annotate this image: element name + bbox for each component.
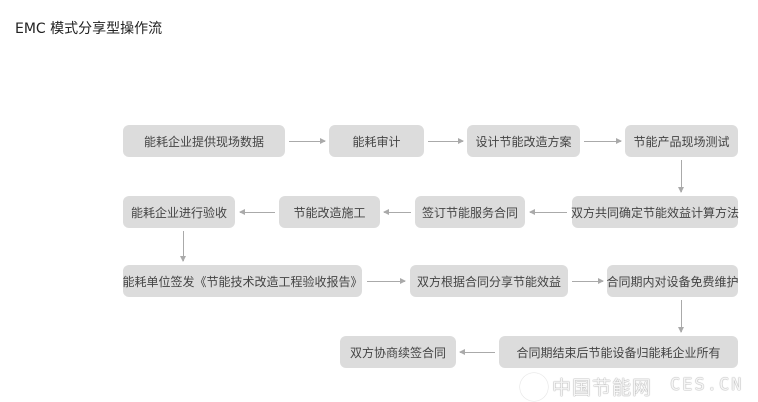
step-13: 双方协商续签合同 [340, 336, 456, 368]
arrow-right [289, 138, 326, 144]
arrow-right [584, 138, 622, 144]
step-10: 双方根据合同分享节能效益 [410, 265, 568, 297]
step-2: 能耗审计 [329, 125, 424, 157]
step-6: 签订节能服务合同 [415, 196, 525, 228]
arrow-right [572, 278, 604, 284]
step-11: 合同期内对设备免费维护 [607, 265, 739, 297]
arrow-left [459, 349, 495, 355]
arrow-right [367, 278, 406, 284]
arrow-down [180, 231, 186, 262]
step-7: 节能改造施工 [279, 196, 380, 228]
arrow-down [678, 300, 684, 333]
watermark: 中国节能网 CES.CN [520, 372, 758, 401]
watermark-logo-icon [520, 373, 548, 401]
step-8: 能耗企业进行验收 [123, 196, 235, 228]
arrow-right [428, 138, 464, 144]
arrow-left [529, 209, 567, 215]
step-1: 能耗企业提供现场数据 [123, 125, 285, 157]
step-3: 设计节能改造方案 [467, 125, 580, 157]
arrow-left [239, 209, 275, 215]
page-title: EMC 模式分享型操作流 [15, 21, 163, 37]
arrow-down [678, 160, 684, 193]
watermark-en: CES.CN [670, 375, 744, 395]
step-12: 合同期结束后节能设备归能耗企业所有 [499, 336, 738, 368]
step-4: 节能产品现场测试 [625, 125, 738, 157]
arrow-left [383, 209, 411, 215]
step-5: 双方共同确定节能效益计算方法 [571, 196, 739, 228]
step-9: 能耗单位签发《节能技术改造工程验收报告》 [123, 265, 363, 297]
watermark-cn: 中国节能网 [552, 377, 653, 399]
